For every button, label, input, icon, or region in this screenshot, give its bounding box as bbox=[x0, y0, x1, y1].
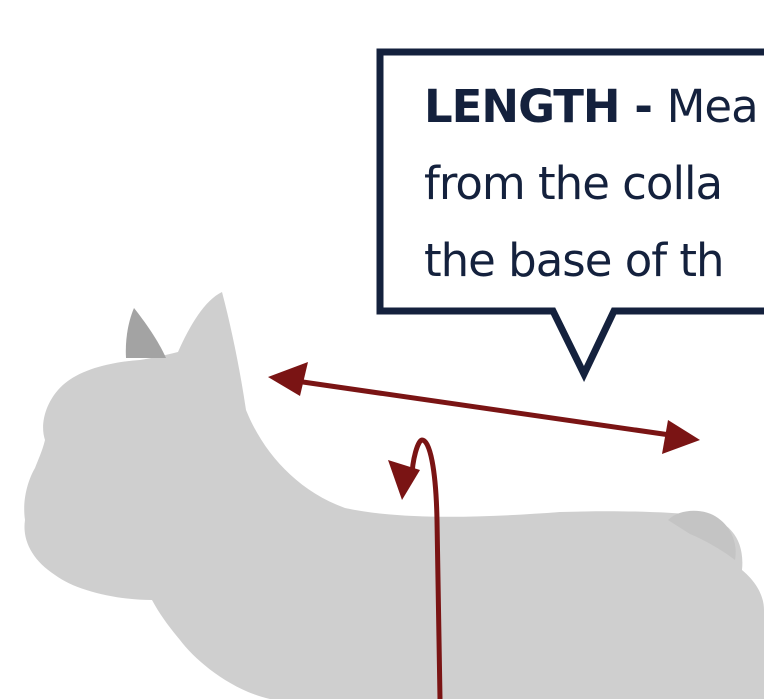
length-arrow bbox=[268, 362, 700, 454]
arrowhead-left bbox=[268, 362, 308, 396]
callout-line-3: the base of th bbox=[424, 222, 764, 299]
callout-heading: LENGTH bbox=[424, 80, 620, 133]
callout-line-1: LENGTH - Mea bbox=[424, 68, 764, 145]
callout-separator: - bbox=[620, 80, 667, 133]
callout-line-1-rest: Mea bbox=[667, 80, 758, 133]
callout-text: LENGTH - Mea from the colla the base of … bbox=[424, 68, 764, 299]
arrowhead-right bbox=[662, 420, 700, 454]
callout-line-2: from the colla bbox=[424, 145, 764, 222]
dog-ear-inner bbox=[126, 308, 166, 358]
dog-silhouette bbox=[24, 292, 764, 699]
